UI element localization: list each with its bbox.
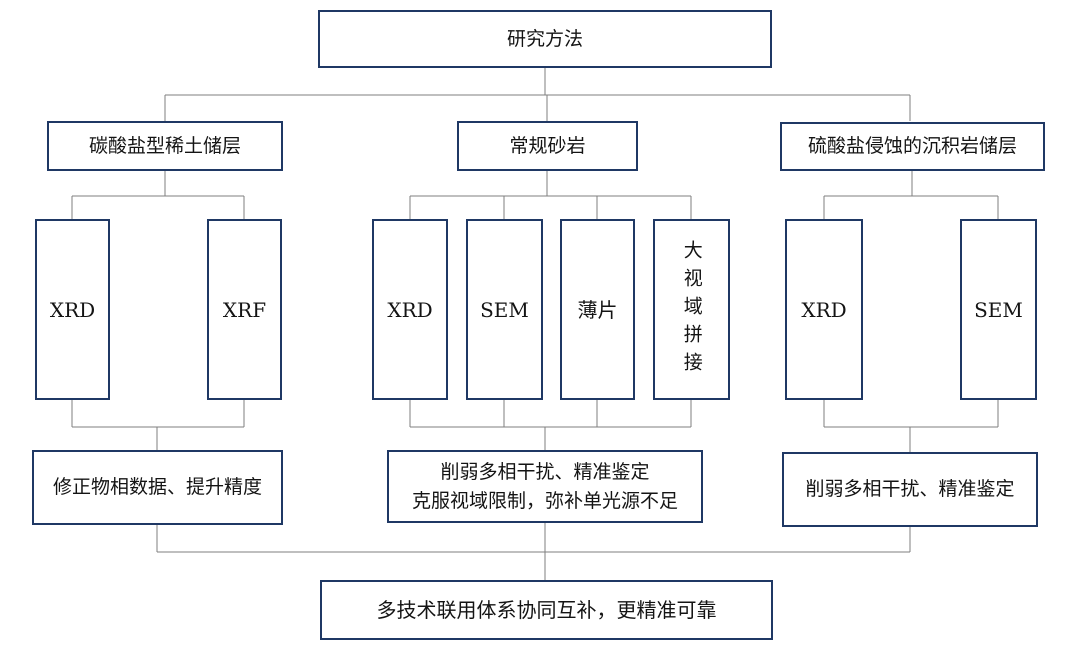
branch-carbonate-box: 碳酸盐型稀土储层 — [47, 121, 283, 171]
outcome-sandstone-line-2: 克服视域限制，弥补单光源不足 — [411, 489, 678, 512]
outcome-sandstone-line-1: 削弱多相干扰、精准鉴定 — [440, 461, 650, 483]
large-fov-stitching-label: 大视域拼接 — [680, 239, 703, 380]
conclusion-box: 多技术联用体系协同互补，更精准可靠 — [320, 580, 773, 640]
method-sem-sandstone-box: SEM — [466, 219, 543, 400]
outcome-sulfate-box: 削弱多相干扰、精准鉴定 — [782, 452, 1038, 527]
method-xrd-sandstone-box: XRD — [372, 219, 448, 400]
method-xrd-sulfate-box: XRD — [785, 219, 863, 400]
method-thin-section-box: 薄片 — [560, 219, 635, 400]
branch-sulfate-box: 硫酸盐侵蚀的沉积岩储层 — [780, 122, 1045, 171]
root-box: 研究方法 — [318, 10, 772, 68]
branch-sandstone-box: 常规砂岩 — [457, 121, 638, 171]
method-large-fov-stitching-box: 大视域拼接 — [653, 219, 730, 400]
method-sem-sulfate-box: SEM — [960, 219, 1037, 400]
method-xrd-carbonate-box: XRD — [35, 219, 110, 400]
outcome-carbonate-box: 修正物相数据、提升精度 — [32, 450, 283, 525]
method-xrf-carbonate-box: XRF — [207, 219, 282, 400]
outcome-sandstone-box: 削弱多相干扰、精准鉴定 克服视域限制，弥补单光源不足 — [387, 450, 703, 523]
